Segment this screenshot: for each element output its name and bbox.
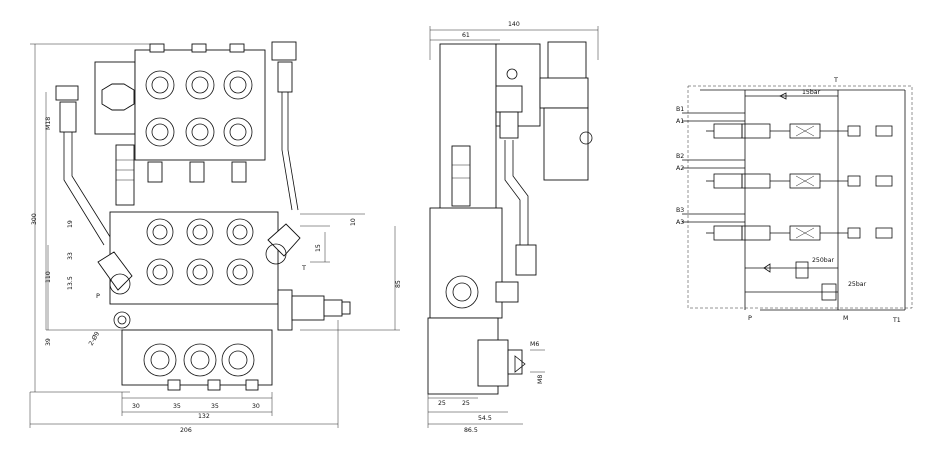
valve-section-3 <box>682 213 893 241</box>
dim-33: 33 <box>67 252 74 260</box>
top-valve-circles <box>145 70 253 147</box>
dim-m18-left: M18 <box>45 117 52 130</box>
side-view: 140 61 25 25 54.5 86.5 M6 M8 <box>427 21 599 434</box>
dim-bottom-1: 30 <box>132 403 140 410</box>
mount-holes-label: 2-Ø9 <box>87 330 101 347</box>
dim-15: 15 <box>315 244 322 252</box>
port-a2: A2 <box>676 165 684 172</box>
pressure-15bar: 15bar <box>802 89 821 96</box>
port-b3: B3 <box>676 207 684 214</box>
schematic-port-p: P <box>748 314 752 322</box>
schematic-port-t1: T1 <box>892 317 901 324</box>
schematic-port-t: T <box>833 76 838 84</box>
dim-19: 19 <box>67 220 74 228</box>
dim-overall-width: 206 <box>180 427 192 434</box>
dim-110: 110 <box>45 271 52 283</box>
dim-bottom-3: 35 <box>211 403 219 410</box>
hydraulic-schematic: T 15bar 250bar 25bar P M T1 B1 A1 B2 A2 … <box>676 76 913 324</box>
port-a1: A1 <box>676 118 684 125</box>
dim-13-5: 13.5 <box>67 276 74 290</box>
dim-bottom-4: 30 <box>252 403 260 410</box>
port-b1: B1 <box>676 106 684 113</box>
dim-overall-height: 300 <box>31 213 38 225</box>
port-p-label: P <box>96 292 100 300</box>
side-dim-61: 61 <box>462 32 470 39</box>
side-dim-54-5: 54.5 <box>478 415 492 422</box>
bottom-valve-circles <box>143 343 255 377</box>
side-dim-140: 140 <box>508 21 520 28</box>
valve-section-2 <box>682 159 893 189</box>
schematic-port-m: M <box>843 315 848 322</box>
pressure-25bar: 25bar <box>848 281 867 288</box>
side-dim-25-a: 25 <box>438 400 446 407</box>
port-a3: A3 <box>676 219 684 226</box>
side-dim-m6: M6 <box>530 341 539 348</box>
port-t-label: T <box>301 264 306 272</box>
main-valve-circles <box>146 218 254 286</box>
valve-section-1 <box>682 112 893 139</box>
side-dim-25-b: 25 <box>462 400 470 407</box>
front-view: 300 110 M18 39 10 19 33 13.5 15 85 P T 2… <box>29 41 402 434</box>
dim-10: 10 <box>350 218 357 226</box>
dim-39: 39 <box>45 338 52 346</box>
port-b2: B2 <box>676 153 684 160</box>
dim-85: 85 <box>395 280 402 288</box>
pressure-250bar: 250bar <box>812 257 835 264</box>
dim-bottom-2: 35 <box>173 403 181 410</box>
dim-132: 132 <box>198 413 210 420</box>
side-dim-86-5: 86.5 <box>464 427 478 434</box>
side-dim-m8: M8 <box>537 375 544 384</box>
